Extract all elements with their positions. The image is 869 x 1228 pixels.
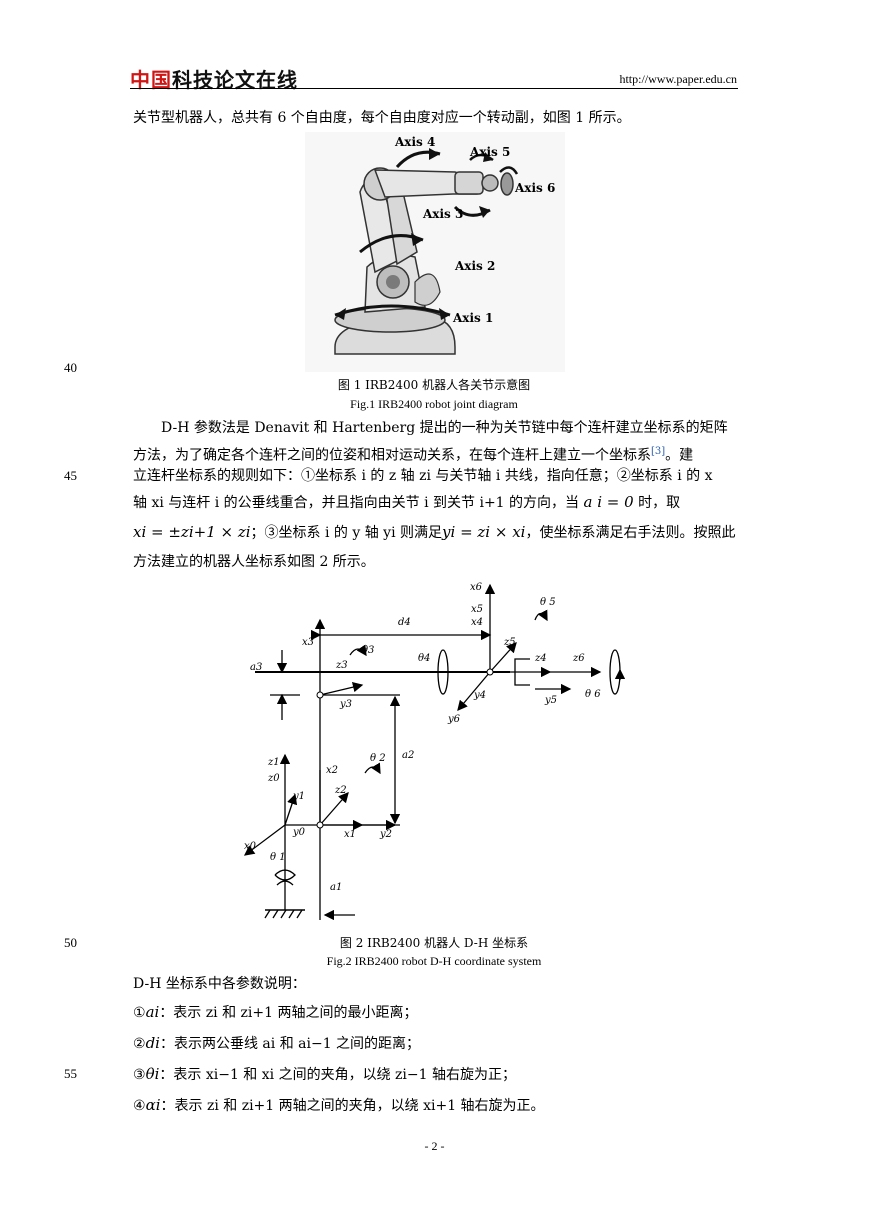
intro-line: 关节型机器人，总共有 6 个自由度，每个自由度对应一个转动副，如图 1 所示。 — [133, 110, 631, 126]
label-x1: x1 — [344, 829, 356, 840]
param-text: ：表示两公垂线 ai 和 ai−1 之间的距离； — [159, 1036, 421, 1052]
label-theta3: θ3 — [362, 645, 374, 656]
axis3-label: Axis 3 — [422, 207, 463, 221]
line-number-45: 45 — [64, 468, 77, 483]
param-text: ：表示 zi 和 zi+1 两轴之间的最小距离； — [159, 1005, 418, 1021]
label-theta1: θ 1 — [270, 852, 286, 863]
axis2-label: Axis 2 — [454, 259, 495, 273]
label-z5: z5 — [503, 637, 516, 648]
param-number: ④ — [133, 1098, 146, 1114]
label-z6: z6 — [572, 653, 585, 664]
line-number-40: 40 — [64, 360, 77, 375]
label-z0: z0 — [267, 773, 280, 784]
figure2-caption-cn: 图 2 IRB2400 机器人 D-H 坐标系 — [339, 936, 529, 950]
label-y2: y2 — [379, 829, 392, 840]
label-x0: x0 — [244, 841, 257, 852]
param-number: ③ — [133, 1067, 146, 1083]
paragraph-line-4a: 轴 xi 与连杆 i 的公垂线重合，并且指向由关节 i 到关节 i+1 的方向，… — [133, 495, 580, 511]
figure1-robot-illustration: Axis 4 Axis 5 Axis 6 Axis 3 Axis 2 Axis … — [305, 132, 565, 372]
label-y1: y1 — [292, 791, 305, 802]
param-item-a: ①ai：表示 zi 和 zi+1 两轴之间的最小距离； — [133, 1000, 737, 1025]
paragraph-line-1: D-H 参数法是 Denavit 和 Hartenberg 提出的一种为关节链中… — [161, 420, 728, 436]
paragraph-line-4: 轴 xi 与连杆 i 的公垂线重合，并且指向由关节 i 到关节 i+1 的方向，… — [133, 490, 737, 515]
equation-xi: xi = ±zi+1 × zi — [133, 523, 251, 541]
paragraph-line-5a: ；③坐标系 i 的 y 轴 yi 则满足 — [250, 525, 443, 541]
label-x6: x6 — [470, 582, 483, 593]
param-number: ① — [133, 1005, 146, 1021]
label-z1: z1 — [267, 757, 280, 768]
figure1-caption-en: Fig.1 IRB2400 robot joint diagram — [350, 397, 518, 411]
axis6-label: Axis 6 — [514, 181, 555, 195]
paragraph-line-5: xi = ±zi+1 × zi；③坐标系 i 的 y 轴 yi 则满足yi = … — [133, 520, 737, 545]
paragraph-line-5b: ，使坐标系满足右手法则。按照此 — [525, 525, 736, 541]
axis1-label: Axis 1 — [452, 311, 493, 325]
param-symbol: di — [145, 1034, 160, 1052]
axis4-label: Axis 4 — [394, 135, 435, 149]
label-y4: y4 — [473, 690, 486, 701]
label-d4: d4 — [398, 617, 411, 628]
figure2-dh-diagram: x6 x5 x4 θ 5 d4 x3 z5 a3 θ3 z3 θ4 z4 z6 … — [243, 582, 626, 921]
header-divider — [130, 88, 738, 89]
label-x5: x5 — [471, 604, 483, 615]
label-a3: a3 — [250, 662, 262, 673]
label-theta5: θ 5 — [540, 597, 556, 608]
param-item-theta: ③θi：表示 xi−1 和 xi 之间的夹角，以绕 zi−1 轴右旋为正； — [133, 1062, 737, 1087]
label-y5: y5 — [544, 695, 557, 706]
label-a2: a2 — [402, 750, 414, 761]
label-x3: x3 — [302, 637, 314, 648]
param-item-alpha: ④αi：表示 zi 和 zi+1 两轴之间的夹角，以绕 xi+1 轴右旋为正。 — [133, 1093, 737, 1118]
label-theta4: θ4 — [418, 653, 430, 664]
paragraph-line-2a: 方法，为了确定各个连杆之间的位姿和相对运动关系，在每个连杆上建立一个坐标系 — [133, 447, 651, 464]
equation-ai-zero: a i = 0 — [583, 493, 634, 511]
param-item-d: ②di：表示两公垂线 ai 和 ai−1 之间的距离； — [133, 1031, 737, 1056]
reference-link[interactable]: [3] — [651, 446, 666, 457]
paragraph-line-4b: 时，取 — [638, 495, 681, 511]
figure1-caption-cn: 图 1 IRB2400 机器人各关节示意图 — [337, 378, 531, 392]
param-number: ② — [133, 1036, 146, 1052]
line-number-55: 55 — [64, 1066, 77, 1081]
equation-yi: yi = zi × xi — [442, 523, 526, 541]
paragraph-line-6: 方法建立的机器人坐标系如图 2 所示。 — [133, 554, 375, 570]
label-y3: y3 — [339, 699, 352, 710]
param-text: ：表示 zi 和 zi+1 两轴之间的夹角，以绕 xi+1 轴右旋为正。 — [160, 1098, 545, 1114]
param-symbol: ai — [145, 1003, 160, 1021]
param-text: ：表示 xi−1 和 xi 之间的夹角，以绕 zi−1 轴右旋为正； — [159, 1067, 516, 1083]
page-number: - 2 - — [424, 1139, 445, 1153]
label-z3: z3 — [335, 660, 348, 671]
label-x4: x4 — [471, 617, 483, 628]
params-intro: D-H 坐标系中各参数说明： — [133, 976, 306, 992]
label-z2: z2 — [334, 785, 347, 796]
label-x2: x2 — [326, 765, 338, 776]
label-theta6: θ 6 — [585, 689, 601, 700]
paragraph-line-3: 立连杆坐标系的规则如下：①坐标系 i 的 z 轴 zi 与关节轴 i 共线，指向… — [133, 468, 713, 484]
label-z4: z4 — [534, 653, 547, 664]
label-y0: y0 — [292, 827, 306, 838]
paragraph-line-2b: 。建 — [665, 447, 694, 464]
axis5-label: Axis 5 — [469, 145, 510, 159]
figure2-caption-en: Fig.2 IRB2400 robot D-H coordinate syste… — [326, 954, 542, 968]
label-theta2: θ 2 — [370, 753, 386, 764]
param-symbol: θi — [145, 1065, 160, 1083]
header-url[interactable]: http://www.paper.edu.cn — [619, 72, 737, 86]
label-a1: a1 — [330, 882, 342, 893]
paragraph-line-2: 方法，为了确定各个连杆之间的位姿和相对运动关系，在每个连杆上建立一个坐标系[3]… — [133, 440, 737, 468]
param-symbol: αi — [145, 1096, 161, 1114]
line-number-50: 50 — [64, 935, 77, 950]
label-y6: y6 — [447, 714, 461, 725]
